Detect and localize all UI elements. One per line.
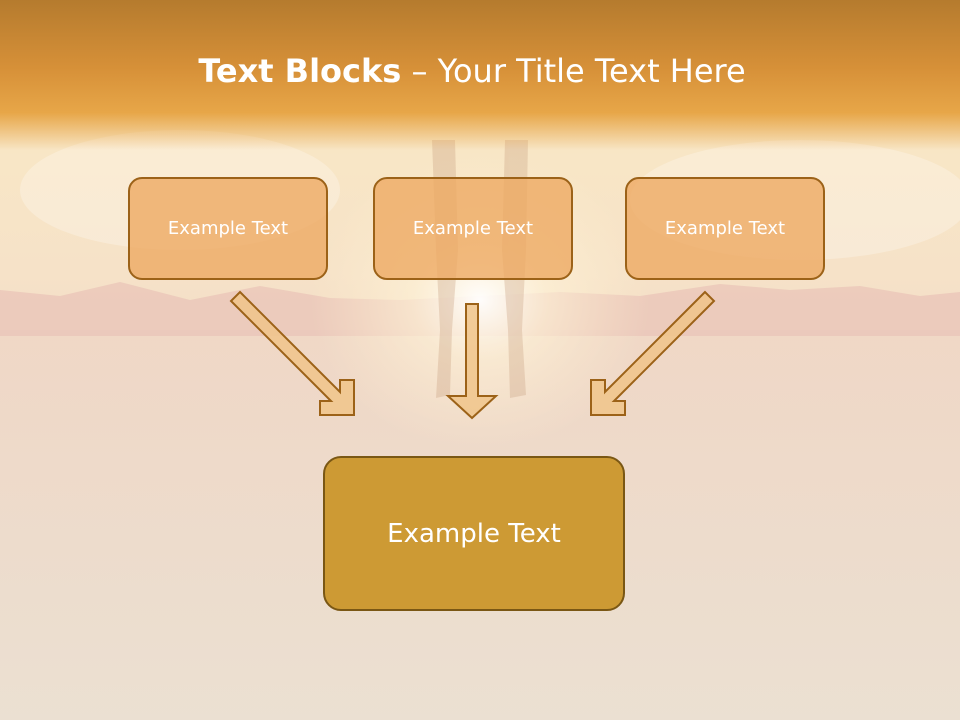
text-block-center[interactable]: Example Text: [373, 177, 573, 280]
text-block-result[interactable]: Example Text: [323, 456, 625, 611]
title-dash: –: [401, 52, 438, 90]
text-block-right[interactable]: Example Text: [625, 177, 825, 280]
slide-title: Text Blocks – Your Title Text Here: [0, 52, 944, 90]
title-band: [0, 0, 960, 150]
title-rest: Your Title Text Here: [437, 52, 746, 90]
text-block-left[interactable]: Example Text: [128, 177, 328, 280]
title-bold: Text Blocks: [198, 52, 402, 90]
